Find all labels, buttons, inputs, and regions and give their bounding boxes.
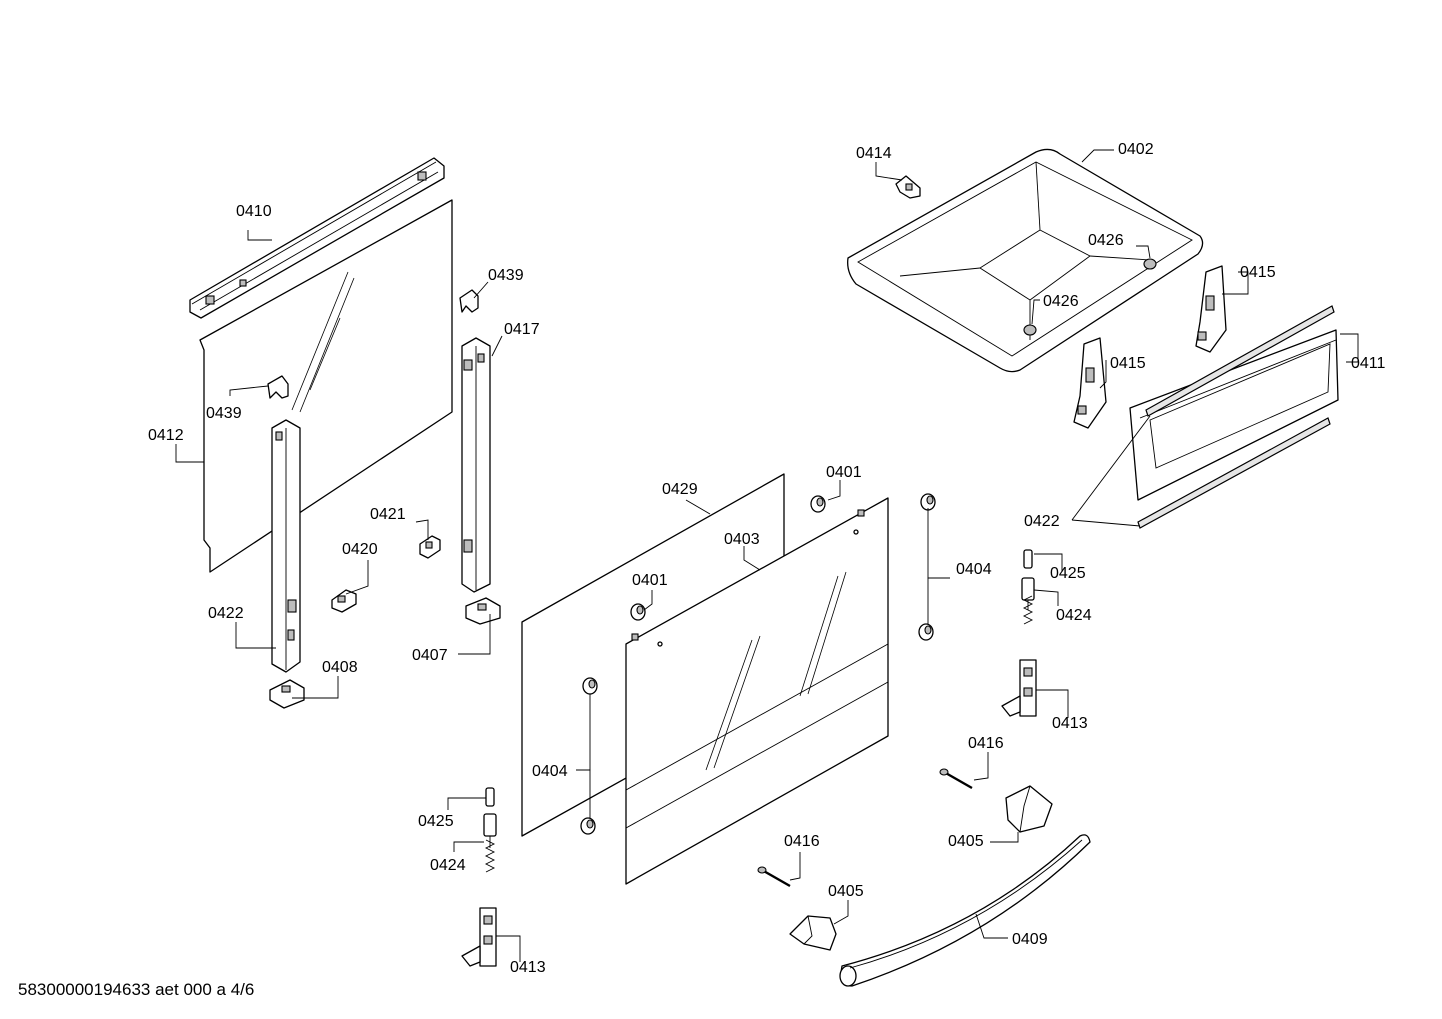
callout-0415-left: 0415 — [1110, 355, 1146, 372]
callout-0413-upper: 0413 — [1052, 715, 1088, 732]
part-outer-door-panel — [625, 497, 889, 885]
part-sleeve-0424-lower — [483, 813, 497, 848]
part-door-trim-strip — [189, 157, 445, 319]
callout-0410: 0410 — [236, 203, 272, 220]
part-door-rail-right — [461, 337, 491, 593]
callout-0409: 0409 — [1012, 931, 1048, 948]
callout-0425-upper: 0425 — [1050, 565, 1086, 582]
part-screw-0416-upper — [939, 768, 973, 790]
callout-0422-right: 0422 — [1024, 513, 1060, 530]
callout-0405-lower: 0405 — [828, 883, 864, 900]
callout-0417: 0417 — [504, 321, 540, 338]
part-pin-0425-lower — [485, 787, 495, 807]
callout-labels: 0410 0439 0439 0417 0412 0421 0420 0422 … — [148, 141, 1386, 976]
callout-0401-upper: 0401 — [826, 464, 862, 481]
part-bumper-0404-c — [920, 493, 936, 511]
callout-0424-upper: 0424 — [1056, 607, 1092, 624]
part-drip-tray — [847, 148, 1204, 373]
callout-0426-lower: 0426 — [1043, 293, 1079, 310]
callout-0411: 0411 — [1351, 355, 1386, 372]
callout-0404-right: 0404 — [956, 561, 992, 578]
callout-0422-left: 0422 — [208, 605, 244, 622]
part-bumper-0404-b — [580, 817, 596, 835]
part-clip-0439-a — [459, 289, 479, 313]
part-bumper-0401-b — [810, 495, 826, 513]
callout-0420: 0420 — [342, 541, 378, 558]
part-oven-front-frame — [1129, 329, 1339, 501]
callout-0426-upper: 0426 — [1088, 232, 1124, 249]
callout-0414: 0414 — [856, 145, 892, 162]
document-code: 58300000194633 aet 000 a 4/6 — [18, 980, 255, 999]
part-bracket-0407 — [465, 597, 501, 625]
part-door-glass-panel — [199, 199, 453, 573]
part-hinge-block-0421 — [419, 535, 441, 559]
callout-0429: 0429 — [662, 481, 698, 498]
callout-0405-upper: 0405 — [948, 833, 984, 850]
part-seal-strip-upper — [1145, 305, 1335, 417]
part-hinge-lever-0415-b — [1073, 337, 1107, 429]
callout-0425-lower: 0425 — [418, 813, 454, 830]
callout-0404-left: 0404 — [532, 763, 568, 780]
callout-0415-right: 0415 — [1240, 264, 1276, 281]
part-bumper-0404-a — [582, 677, 598, 695]
callout-0421: 0421 — [370, 506, 406, 523]
callout-0407: 0407 — [412, 647, 448, 664]
part-handle-cap-0405-upper — [1005, 785, 1053, 833]
part-hinge-block-0420 — [331, 589, 357, 613]
part-handle-cap-0405-lower — [789, 915, 837, 951]
part-bumper-0404-d — [918, 623, 934, 641]
part-screw-0416-lower — [757, 866, 791, 888]
callout-0439-top: 0439 — [488, 267, 524, 284]
leader-lines — [175, 149, 1359, 962]
callout-0424-lower: 0424 — [430, 857, 466, 874]
callout-0403: 0403 — [724, 531, 760, 548]
callout-0413-lower: 0413 — [510, 959, 546, 976]
part-bracket-0408 — [269, 679, 305, 709]
part-hinge-0413-lower — [461, 839, 497, 967]
part-hinge-0413-upper — [1001, 595, 1037, 717]
callout-0416-lower: 0416 — [784, 833, 820, 850]
callout-0408: 0408 — [322, 659, 358, 676]
part-pin-0425-upper — [1023, 549, 1033, 569]
callout-0416-upper: 0416 — [968, 735, 1004, 752]
part-sleeve-0424-upper — [1021, 577, 1035, 610]
part-door-rail-left — [271, 419, 301, 673]
part-clip-0439-b — [267, 375, 289, 399]
part-bumper-0401-a — [630, 603, 646, 621]
part-bracket-0414 — [895, 175, 921, 199]
part-hinge-lever-0415-a — [1195, 265, 1227, 353]
part-door-handle — [839, 834, 1091, 987]
callout-0439-left: 0439 — [206, 405, 242, 422]
callout-0412: 0412 — [148, 427, 184, 444]
callout-0401-lower: 0401 — [632, 572, 668, 589]
callout-0402: 0402 — [1118, 141, 1154, 158]
